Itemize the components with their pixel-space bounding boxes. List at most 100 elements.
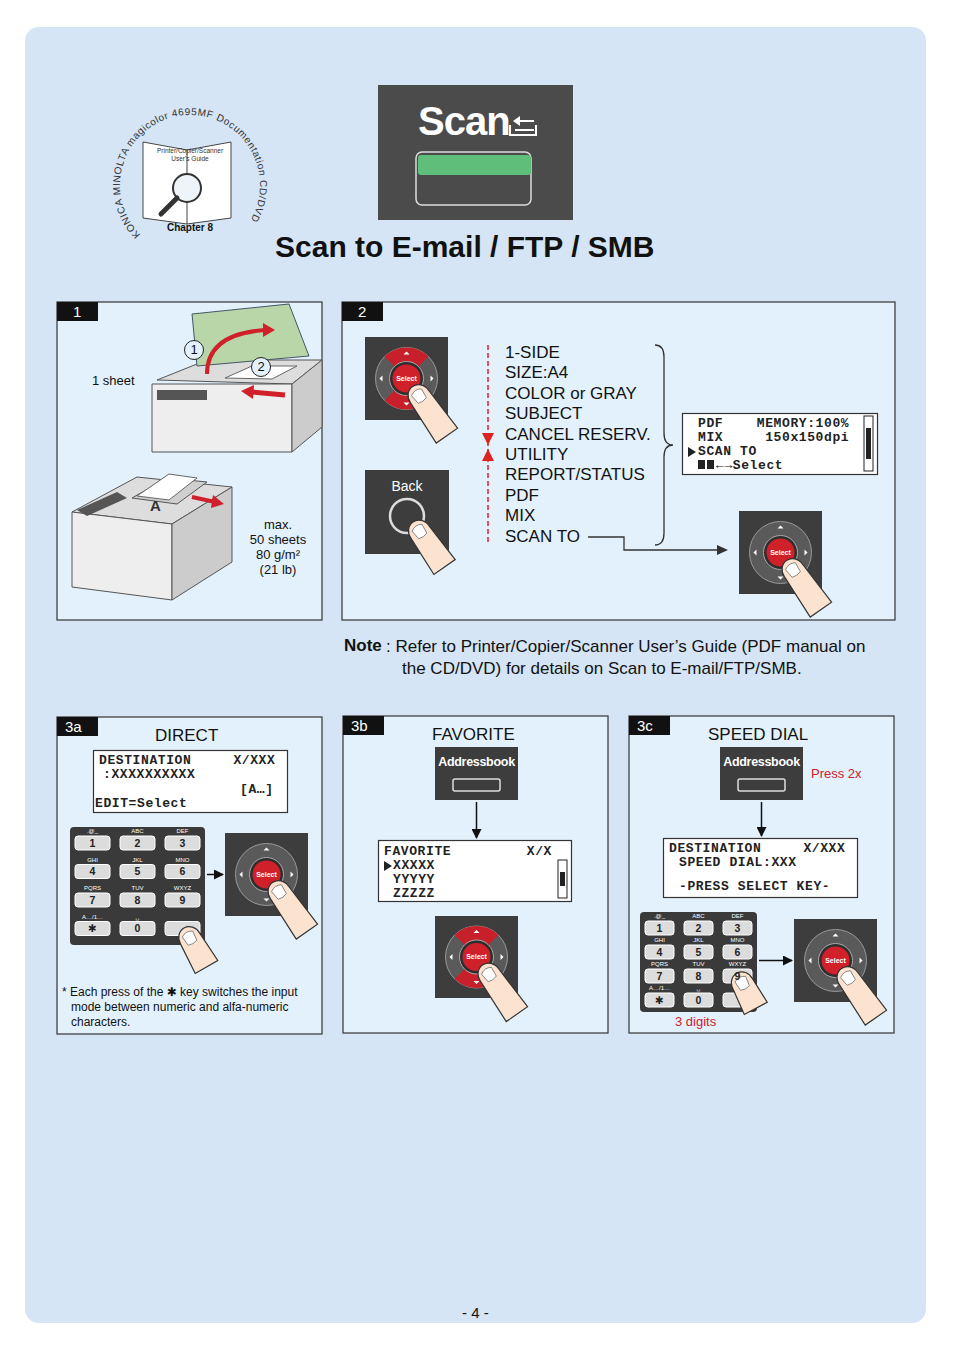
- direction-arrow: [805, 550, 808, 556]
- scroll-thumb: [560, 872, 565, 886]
- key-letters: GHI: [70, 857, 115, 864]
- scroll-bar: [864, 416, 873, 471]
- finger-outline: [402, 379, 458, 443]
- panel-node: 3cSPEED DIALPress 2x3 digitsAddressbookD…: [629, 716, 894, 1033]
- direction-arrow: [474, 930, 480, 933]
- badge-graphic: KONICA MINOLTA magicolor 4695MF Document…: [113, 100, 268, 265]
- panel-text: 3 digits: [675, 1015, 716, 1030]
- key-letters: ␣: [679, 985, 718, 992]
- button-plate: [378, 85, 573, 220]
- step-tab: [629, 716, 670, 735]
- scan-key: [416, 152, 531, 205]
- scan-icon: [513, 116, 520, 126]
- keypad-node: .@_ABCDEF123GHIJKLMNO456PQRSTUVWXYZ789A……: [640, 912, 757, 1012]
- flow-arrow: [759, 960, 792, 962]
- key-digit: 6: [160, 865, 205, 878]
- panel-ground: [343, 716, 608, 1033]
- feed-arrow: [192, 497, 215, 502]
- panel-text: SCAN TO: [505, 527, 580, 547]
- lcd-line: DESTINATION X/XXX: [669, 842, 845, 855]
- key-letters: TUV: [115, 885, 160, 892]
- panel-text: 1: [73, 303, 81, 320]
- flow-arrow: [207, 874, 223, 876]
- key-letters: DEF: [718, 913, 757, 920]
- direction-arrow: [860, 958, 863, 964]
- key-digit: 9: [160, 894, 205, 907]
- key-letters: MNO: [160, 857, 205, 864]
- lcd-line: SCAN TO: [698, 445, 757, 458]
- finger-outline: [831, 961, 887, 1025]
- finger-nail: [270, 883, 287, 901]
- cursor-pointer: [688, 447, 696, 457]
- lcd-line: DESTINATION X/XXX: [99, 754, 275, 767]
- scroll-bar: [558, 860, 567, 898]
- printer-front: [72, 512, 172, 600]
- panel-text: 2: [358, 303, 366, 320]
- callout-number: 2: [251, 359, 271, 375]
- cursor-pointer: [384, 861, 392, 871]
- lcd-line: EDIT=Select: [95, 797, 187, 810]
- key-digit: 7: [640, 970, 679, 983]
- lcd-line: [A…]: [240, 783, 274, 796]
- lcd-screen: [683, 414, 878, 475]
- finger-outline: [402, 515, 455, 575]
- panel-ground: [629, 716, 894, 1033]
- finger-nail: [181, 929, 198, 946]
- panel-text: 1-SIDE: [505, 343, 560, 363]
- direction-arrow: [778, 577, 784, 580]
- paper-stack: [137, 474, 197, 500]
- finger: [402, 515, 455, 575]
- direction-arrow: [431, 376, 434, 382]
- step-tab: [343, 716, 384, 735]
- step-tab: [57, 302, 98, 321]
- panel-node: 3bFAVORITEAddressbookFAVORITE X/XXXXXXYY…: [343, 716, 608, 1033]
- direction-arrow: [264, 848, 270, 851]
- callout-node: 2: [251, 357, 271, 377]
- note-text: : Refer to Printer/Copier/Scanner User’s…: [386, 636, 886, 680]
- select-label: Select: [435, 952, 518, 961]
- direction-arrow: [809, 958, 812, 964]
- feed-arrow-head: [211, 495, 224, 508]
- key-digit: ✱: [70, 922, 115, 935]
- panel-text: DIRECT: [155, 726, 218, 746]
- addr-node: Addressbook: [435, 747, 518, 800]
- step-tab: [342, 302, 383, 321]
- step-tab: [57, 717, 98, 736]
- lcd-node: DESTINATION X/XXXSPEED DIAL:XXX-PRESS SE…: [663, 838, 858, 898]
- panel-text: SUBJECT: [505, 404, 582, 424]
- key-digit: 0: [115, 922, 160, 935]
- button-plate: [435, 747, 518, 800]
- select-label: Select: [794, 956, 877, 965]
- direction-arrow: [450, 954, 453, 960]
- key-letters: A…/1…: [70, 914, 115, 921]
- panel-text: MIX: [505, 506, 535, 526]
- printer-side: [172, 487, 232, 600]
- select-arrow-head: [717, 545, 728, 555]
- key-digit: 1: [640, 922, 679, 935]
- pad-node: Select: [435, 916, 518, 998]
- panel-node: 11 sheetmax.50 sheets80 g/m²(21 lb)12: [57, 302, 322, 620]
- panel-text: 3b: [351, 717, 368, 734]
- lcd-line: ←→Select: [716, 459, 783, 472]
- addressbook-key: [738, 779, 785, 791]
- callout-circle: [185, 341, 204, 360]
- lcd-screen: [94, 751, 288, 813]
- key-digit: 2: [115, 837, 160, 850]
- finger-nail: [480, 966, 497, 984]
- scroll-thumb: [866, 428, 871, 459]
- pad-node: Select: [365, 337, 448, 420]
- menu-brace: [655, 345, 673, 545]
- badge-text: Chapter 8: [166, 222, 214, 233]
- key-letters: A…/1…: [640, 985, 679, 992]
- panel-text: UTILITY: [505, 445, 568, 465]
- lcd-node: DESTINATION X/XXX:XXXXXXXXXX[A…]EDIT=Sel…: [93, 750, 288, 813]
- key-digit: 3: [160, 837, 205, 850]
- pad-node: Select: [225, 833, 308, 916]
- panel-ground: [57, 717, 322, 1034]
- key-digit: 1: [70, 837, 115, 850]
- lcd-line: MIX 150x150dpi: [698, 431, 849, 444]
- pad-node: Select: [794, 919, 877, 1002]
- callout-node: 1: [184, 340, 204, 360]
- addressbook-key: [453, 779, 500, 791]
- direction-arrow: [240, 872, 243, 878]
